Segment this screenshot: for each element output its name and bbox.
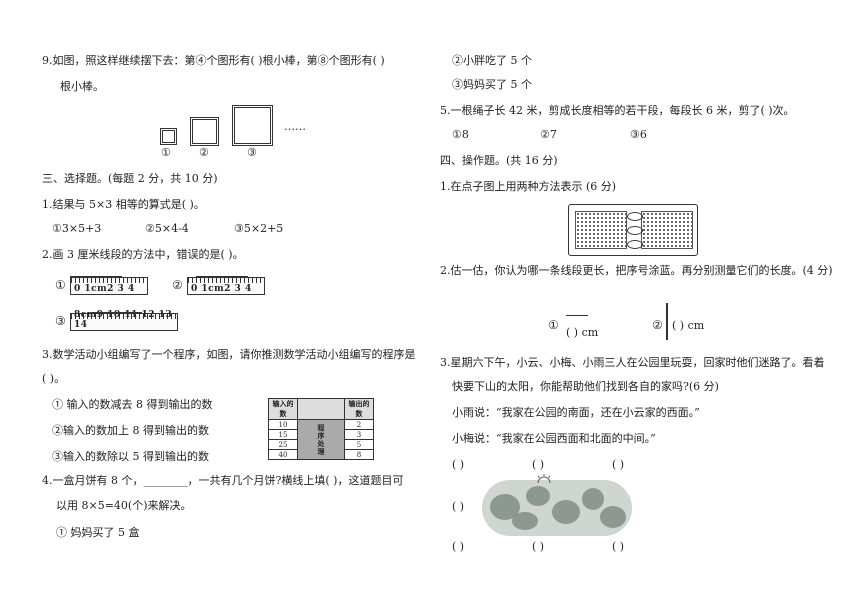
op2-blank-2: ( ) cm: [672, 319, 705, 332]
ruler-1: 0 1cm2 3 4: [70, 277, 148, 295]
table-output-3: 5: [344, 439, 374, 450]
table-input-2: 15: [268, 429, 298, 440]
q2-stem: 2.画 3 厘米线段的方法中，错误的是( )。: [42, 248, 244, 261]
op3-quote-2: 小梅说：“我家在公园西面和北面的中间。”: [452, 432, 656, 445]
program-table: 输入的数 输出的数 10 程序处理 2 15 3 25 5 40 8: [268, 398, 374, 460]
park-map-image: [482, 480, 632, 536]
table-output-1: 2: [344, 419, 374, 430]
answer-blank-w[interactable]: ( ): [452, 500, 465, 513]
binder-ring-1: [627, 212, 643, 221]
q3-option-1: ① 输入的数减去 8 得到输出的数: [52, 398, 213, 411]
segment-2: [666, 303, 668, 340]
table-output-2: 3: [344, 429, 374, 440]
q1-option-1: ①3×5+3: [52, 222, 102, 235]
segment-1: [566, 315, 588, 316]
answer-blank-nw[interactable]: ( ): [452, 458, 465, 471]
dot-grid-right: [641, 211, 693, 249]
table-program-processing: 程序处理: [297, 419, 345, 460]
q2-label-2: ②: [172, 278, 183, 292]
q3-option-3: ③输入的数除以 5 得到输出的数: [52, 450, 209, 463]
ruler-2-numbers: 0 1cm2 3 4: [191, 284, 252, 294]
binder-ring-2: [627, 226, 643, 235]
q4-stem-2: 以用 8×5=40(个)来解决。: [56, 499, 192, 512]
op3-stem-1: 3.星期六下午，小云、小梅、小雨三人在公园里玩耍，回家时他们迷路了。看着: [440, 356, 825, 369]
ruler-1-segment: [70, 276, 122, 278]
q9-ellipsis: ……: [284, 120, 306, 133]
square-1: [160, 128, 177, 145]
q3-option-2: ②输入的数加上 8 得到输出的数: [52, 424, 209, 437]
q3-stem-2: ( )。: [42, 372, 66, 385]
sun-icon: [536, 474, 552, 484]
ruler-1-numbers: 0 1cm2 3 4: [74, 284, 135, 294]
table-input-1: 10: [268, 419, 298, 430]
q9-line1: 9.如图，照这样继续摆下去：第④个图形有( )根小棒，第⑧个图形有( ): [42, 54, 385, 67]
q2-label-3: ③: [55, 314, 66, 328]
ruler-3-segment: [92, 312, 142, 314]
q1-option-2: ②5×4-4: [145, 222, 189, 235]
table-input-3: 25: [268, 439, 298, 450]
square-label-1: ①: [161, 146, 171, 159]
op2-blank-1: ( ) cm: [566, 326, 599, 339]
q5-option-1: ①8: [452, 128, 469, 141]
op2-stem: 2.估一估，你认为哪一条线段更长，把序号涂蓝。再分别测量它们的长度。(4 分): [440, 264, 833, 277]
q4-option-2: ②小胖吃了 5 个: [452, 54, 532, 67]
q1-option-3: ③5×2+5: [234, 222, 284, 235]
square-label-3: ③: [247, 146, 257, 159]
ruler-3: 8cm9 10 11 12 13 14: [70, 310, 178, 331]
answer-blank-n[interactable]: ( ): [532, 458, 545, 471]
q2-label-1: ①: [55, 278, 66, 292]
square-2: [190, 117, 219, 146]
binder-ring-3: [627, 240, 643, 249]
answer-blank-se[interactable]: ( ): [612, 540, 625, 553]
op3-quote-1: 小雨说：“我家在公园的南面，还在小云家的西面。”: [452, 406, 700, 419]
q5-option-3: ③6: [630, 128, 647, 141]
q3-stem-1: 3.数学活动小组编写了一个程序，如图，请你推测数学活动小组编写的程序是: [42, 348, 416, 361]
q9-square-figure: …… ① ② ③: [150, 100, 320, 160]
op2-label-2: ②: [652, 318, 663, 332]
op3-stem-2: 快要下山的太阳，你能帮助他们找到各自的家吗?(6 分): [452, 380, 719, 393]
table-output-4: 8: [344, 449, 374, 460]
answer-blank-ne[interactable]: ( ): [612, 458, 625, 471]
op1-stem: 1.在点子图上用两种方法表示 (6 分): [440, 180, 617, 193]
table-head-output: 输出的数: [344, 398, 374, 420]
ruler-3-numbers: 8cm9 10 11 12 13 14: [74, 310, 173, 330]
answer-blank-s[interactable]: ( ): [532, 540, 545, 553]
table-input-4: 40: [268, 449, 298, 460]
q1-stem: 1.结果与 5×3 相等的算式是( )。: [42, 198, 205, 211]
q5-option-2: ②7: [540, 128, 557, 141]
q4-option-3: ③妈妈买了 5 个: [452, 78, 532, 91]
q5-stem: 5.一根绳子长 42 米，剪成长度相等的若干段，每段长 6 米，剪了( )次。: [440, 104, 795, 117]
section4-heading: 四、操作题。(共 16 分): [440, 154, 558, 167]
ruler-2-segment: [196, 276, 248, 278]
section3-heading: 三、选择题。(每题 2 分，共 10 分): [42, 172, 218, 185]
q9-line2: 根小棒。: [60, 80, 104, 93]
ruler-2: 0 1cm2 3 4: [187, 277, 265, 295]
op2-label-1: ①: [548, 318, 559, 332]
dot-grid-left: [575, 211, 627, 249]
dot-grid-notebook: [568, 204, 698, 256]
square-label-2: ②: [199, 146, 209, 159]
table-head-input: 输入的数: [268, 398, 298, 420]
q4-option-1: ① 妈妈买了 5 盒: [56, 526, 140, 539]
q4-stem-1: 4.一盒月饼有 8 个，________，一共有几个月饼?横线上填( )，这道题…: [42, 474, 404, 487]
square-3: [232, 105, 273, 146]
answer-blank-sw[interactable]: ( ): [452, 540, 465, 553]
